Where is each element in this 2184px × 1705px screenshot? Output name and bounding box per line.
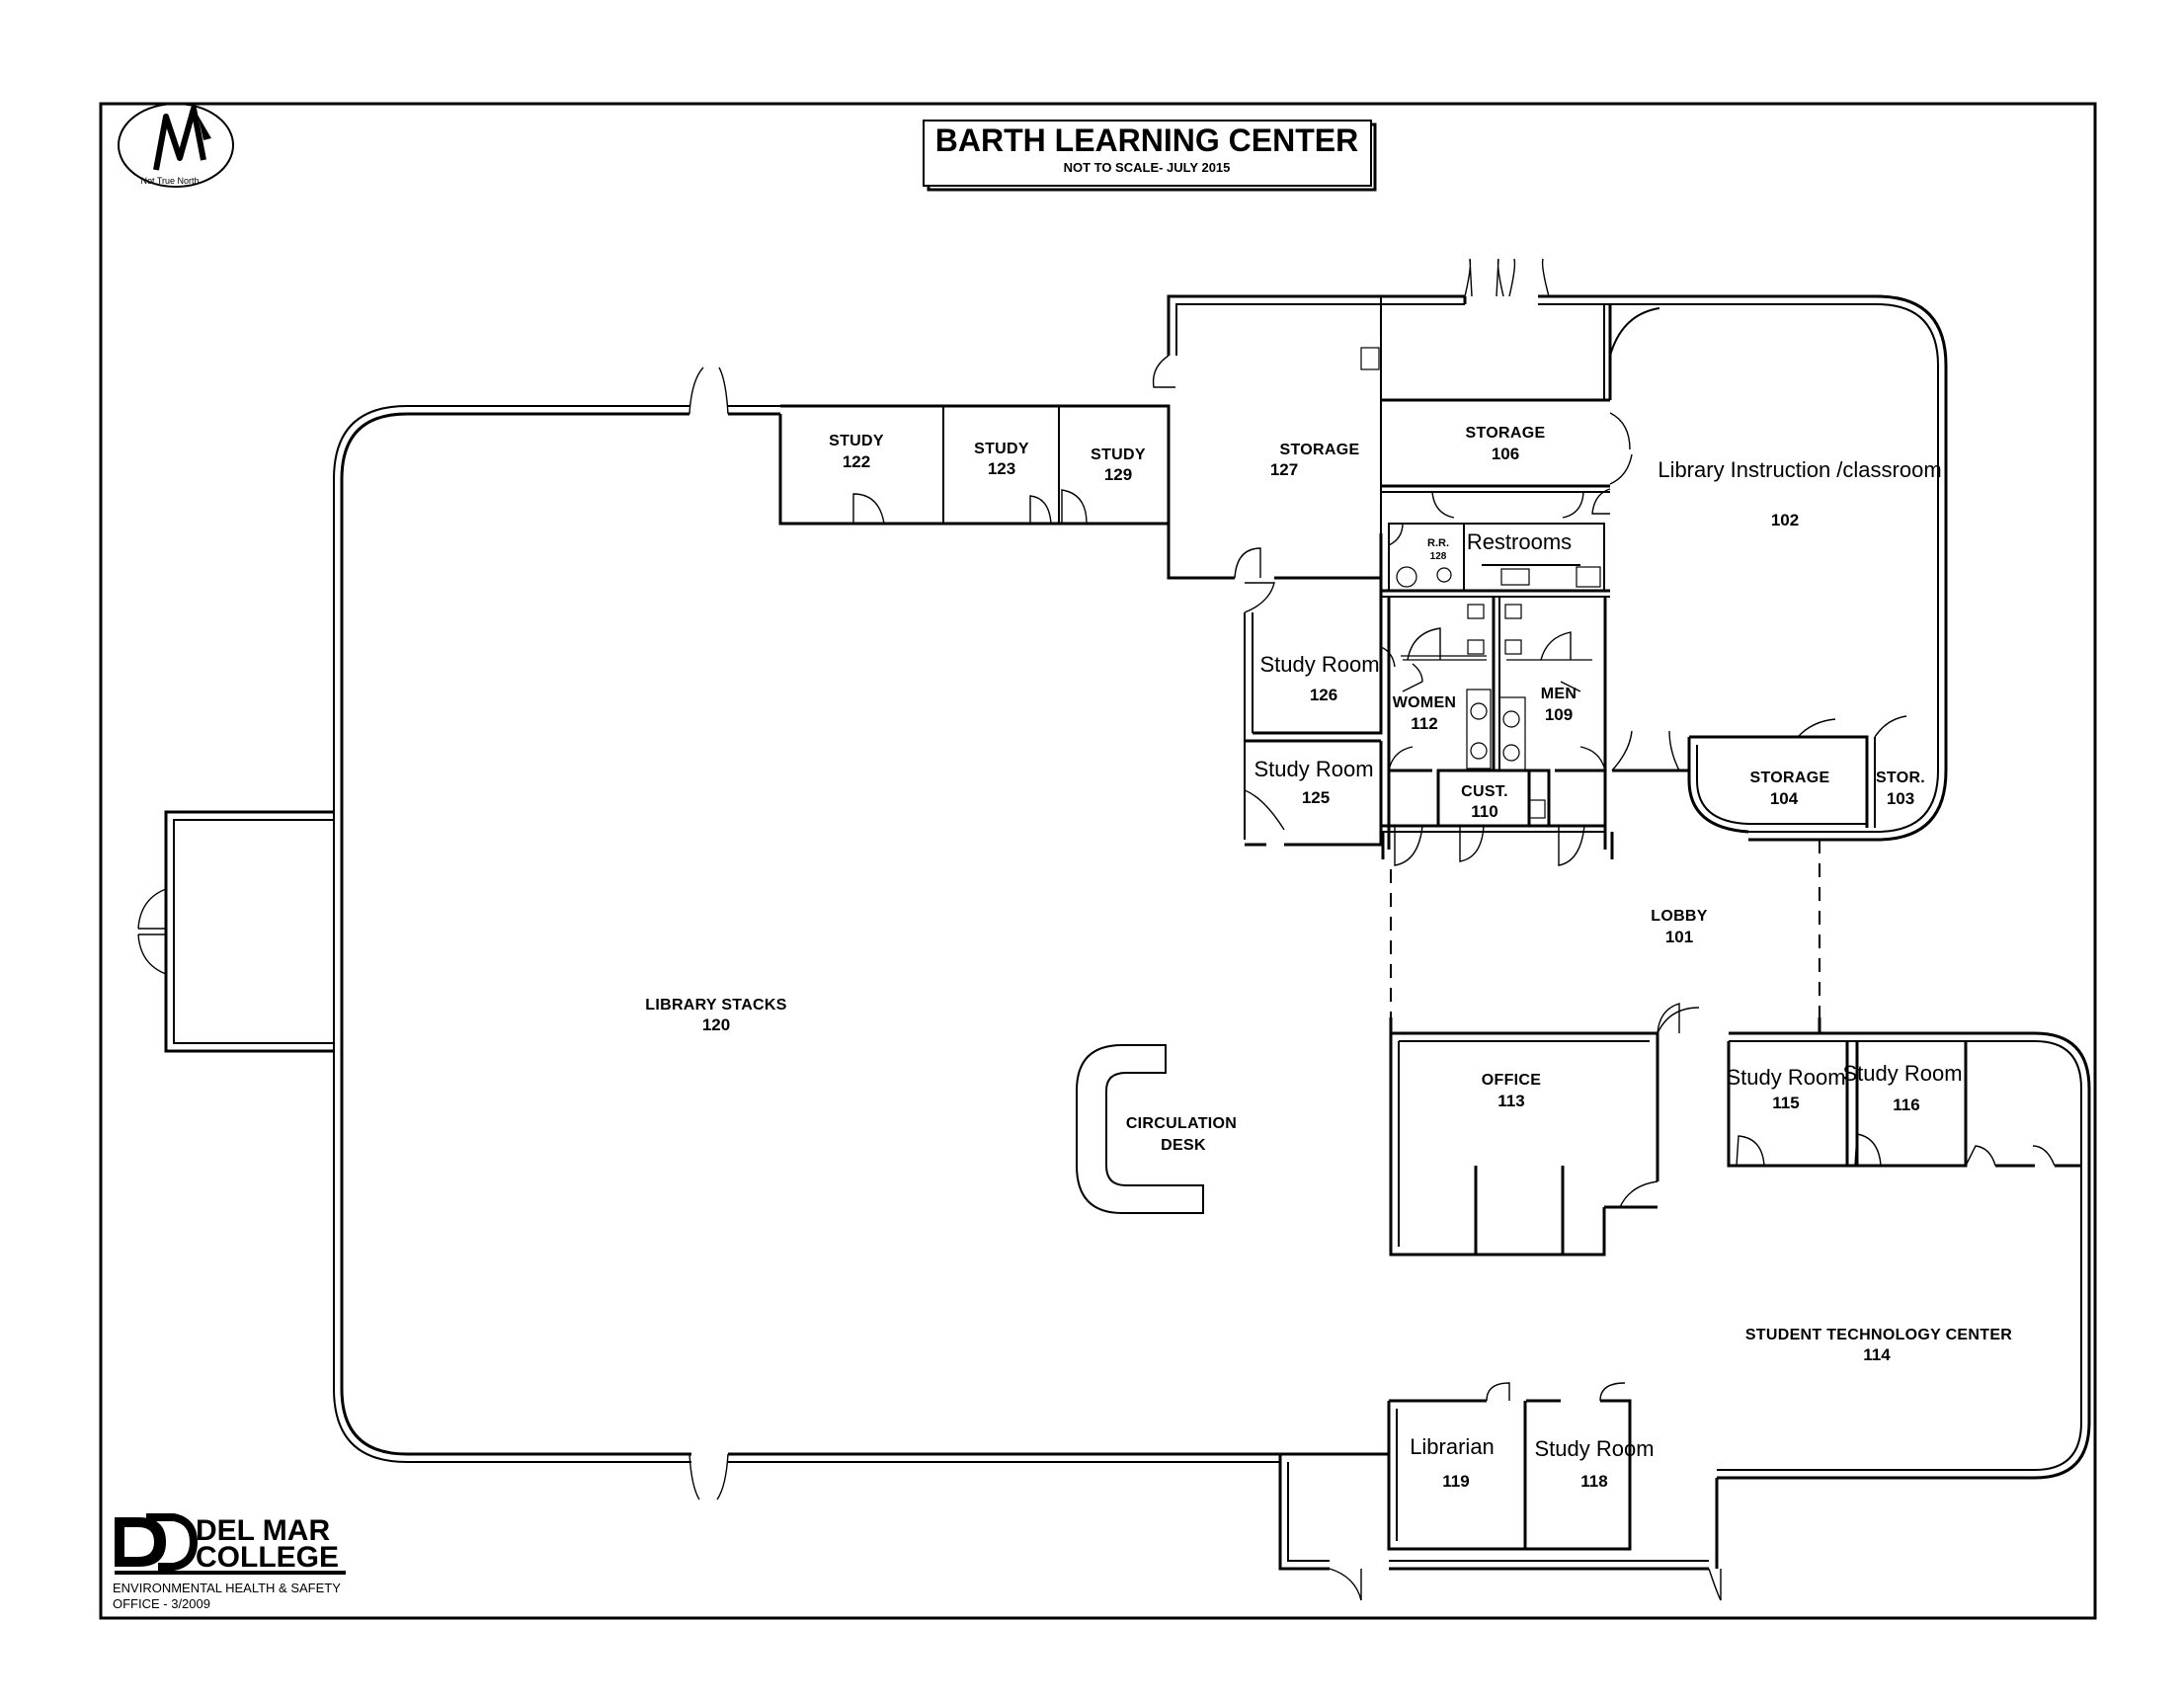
svg-text:109: 109 (1545, 705, 1573, 724)
page-subtitle: Not to Scale- July 2015 (1064, 160, 1231, 175)
logo-line2: COLLEGE (196, 1541, 339, 1574)
room-rr-128: R.R. 128 (1427, 537, 1449, 562)
svg-text:103: 103 (1887, 789, 1914, 808)
svg-text:Circulation: Circulation (1126, 1115, 1237, 1132)
svg-text:R.R.: R.R. (1427, 537, 1449, 549)
svg-text:Study Room: Study Room (1726, 1065, 1845, 1090)
room-cust-110: Cust. 110 (1461, 783, 1508, 821)
svg-text:Study: Study (974, 441, 1029, 457)
svg-text:Study Room: Study Room (1259, 652, 1379, 677)
svg-text:Cust.: Cust. (1461, 783, 1508, 800)
room-men-109: Men 109 (1541, 686, 1577, 724)
room-study-room-115: Study Room 115 (1726, 1065, 1845, 1112)
svg-text:Study Room: Study Room (1254, 757, 1373, 781)
svg-text:Lobby: Lobby (1651, 908, 1708, 925)
svg-text:114: 114 (1863, 1345, 1891, 1364)
circulation-desk-outline (1076, 1044, 1204, 1214)
svg-text:123: 123 (988, 459, 1015, 478)
svg-text:129: 129 (1104, 465, 1132, 484)
svg-text:Storage: Storage (1466, 425, 1546, 442)
svg-text:104: 104 (1770, 789, 1799, 808)
room-stor-103: Stor. 103 (1876, 770, 1925, 808)
svg-text:Student Technology Center: Student Technology Center (1745, 1327, 2012, 1343)
svg-text:Office: Office (1482, 1072, 1541, 1089)
room-library-stacks-120: Library Stacks 120 (645, 997, 786, 1034)
svg-text:Storage: Storage (1280, 442, 1360, 458)
room-student-tech-114: Student Technology Center 114 (1745, 1327, 2012, 1364)
svg-text:Storage: Storage (1750, 770, 1830, 786)
svg-text:Study: Study (1091, 447, 1146, 463)
del-mar-college-logo: DEL MAR COLLEGE (115, 1513, 346, 1575)
svg-text:Library Stacks: Library Stacks (645, 997, 786, 1014)
svg-text:122: 122 (843, 452, 870, 471)
room-study-room-126: Study Room 126 (1259, 652, 1379, 704)
svg-text:Women: Women (1393, 694, 1457, 711)
page-title: Barth Learning Center (935, 122, 1358, 158)
svg-text:Study: Study (829, 433, 884, 449)
logo-line1: DEL MAR (196, 1514, 330, 1547)
svg-text:102: 102 (1771, 511, 1799, 529)
svg-text:101: 101 (1665, 928, 1693, 946)
svg-text:113: 113 (1497, 1092, 1524, 1110)
room-study-room-116: Study Room 116 (1842, 1061, 1962, 1114)
page-border (99, 102, 2097, 1620)
title-block: Barth Learning Center Not to Scale- July… (923, 120, 1377, 192)
svg-text:118: 118 (1580, 1472, 1607, 1491)
svg-text:110: 110 (1471, 802, 1497, 821)
room-storage-106: Storage 106 (1466, 425, 1546, 463)
north-logo-caption: Not True North (140, 176, 199, 186)
room-circulation-desk: Circulation Desk (1126, 1115, 1237, 1154)
room-study-129: Study 129 (1091, 447, 1146, 484)
room-study-room-118: Study Room 118 (1534, 1436, 1654, 1491)
svg-text:Restrooms: Restrooms (1467, 529, 1572, 554)
room-study-room-125: Study Room 125 (1254, 757, 1373, 807)
svg-text:128: 128 (1430, 551, 1447, 562)
svg-text:127: 127 (1270, 460, 1298, 479)
room-storage-127: Storage 127 (1270, 442, 1360, 479)
svg-text:Study Room: Study Room (1534, 1436, 1654, 1461)
room-restrooms: Restrooms (1467, 529, 1572, 554)
office-line1: Environmental Health & Safety (113, 1581, 341, 1595)
office-line2: Office - 3/2009 (113, 1596, 210, 1611)
svg-text:106: 106 (1492, 445, 1519, 463)
room-women-112: Women 112 (1393, 694, 1457, 733)
svg-text:120: 120 (702, 1015, 730, 1034)
svg-text:125: 125 (1302, 788, 1330, 807)
room-librarian-119: Librarian 119 (1410, 1434, 1495, 1491)
svg-text:116: 116 (1893, 1096, 1919, 1114)
svg-text:Librarian: Librarian (1410, 1434, 1495, 1459)
svg-text:Desk: Desk (1161, 1137, 1206, 1154)
svg-text:Library Instruction /classroom: Library Instruction /classroom (1658, 457, 1941, 482)
room-storage-104: Storage 104 (1750, 770, 1830, 808)
room-study-123: Study 123 (974, 441, 1029, 478)
svg-text:115: 115 (1772, 1094, 1799, 1112)
svg-text:119: 119 (1442, 1472, 1469, 1491)
north-arrow-icon: Not True North (118, 103, 234, 188)
svg-text:Men: Men (1541, 686, 1577, 702)
room-office-113: Office 113 (1482, 1072, 1541, 1110)
svg-text:126: 126 (1310, 686, 1337, 704)
svg-text:Study Room: Study Room (1842, 1061, 1962, 1086)
room-classroom-102: Library Instruction /classroom 102 (1658, 457, 1941, 529)
svg-text:112: 112 (1411, 714, 1437, 733)
room-lobby-101: Lobby 101 (1651, 908, 1708, 946)
room-study-122: Study 122 (829, 433, 884, 471)
svg-text:Stor.: Stor. (1876, 770, 1925, 786)
